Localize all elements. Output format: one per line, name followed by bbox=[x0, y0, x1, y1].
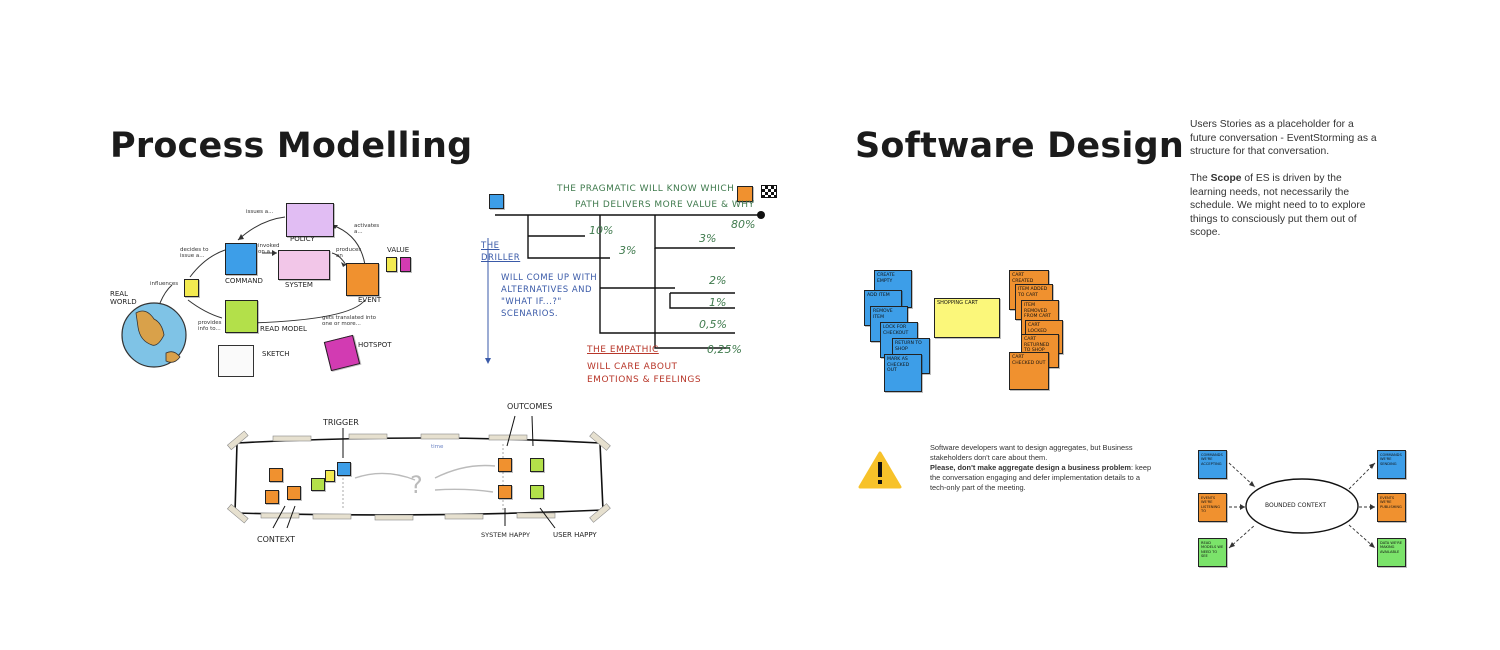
bc-left-readmodel: Read models we need to see bbox=[1198, 538, 1227, 567]
value-sticky-yellow bbox=[386, 257, 397, 272]
event-sticky bbox=[346, 263, 379, 296]
pct-05: 0,5% bbox=[699, 318, 727, 331]
checkered-flag-icon bbox=[761, 185, 777, 198]
bc-right-data: Data we're making available bbox=[1377, 538, 1406, 567]
outcome-green-1 bbox=[530, 458, 544, 472]
produces-label: produces an bbox=[336, 247, 362, 259]
hotspot-label: Hotspot bbox=[358, 341, 392, 349]
system-happy-label: System happy bbox=[481, 531, 530, 539]
bounded-context-label: Bounded Context bbox=[1265, 502, 1327, 509]
flow-sketch: ? Trigger Outcomes Context System happy … bbox=[225, 398, 615, 548]
read-model-label: Read Model bbox=[260, 325, 307, 333]
pct-80: 80% bbox=[731, 218, 756, 231]
read-model-sticky bbox=[225, 300, 258, 333]
command-sticky-6: Mark as Checked Out bbox=[884, 354, 922, 392]
trigger-blue-sticky bbox=[337, 462, 351, 476]
bc-right-event: Events we're publishing bbox=[1377, 493, 1406, 522]
warning-line1: Software developers want to design aggre… bbox=[930, 443, 1133, 462]
driller-name: The Driller bbox=[481, 241, 521, 263]
trigger-label: Trigger bbox=[323, 418, 359, 427]
command-label: Command bbox=[225, 277, 263, 285]
issues-label: issues a... bbox=[246, 209, 274, 215]
scope-bold: Scope bbox=[1210, 173, 1242, 184]
command-sticky bbox=[225, 243, 257, 275]
outcome-orange-1 bbox=[498, 458, 512, 472]
pct-025: 0,25% bbox=[707, 343, 742, 356]
user-happy-label: User happy bbox=[553, 531, 597, 539]
svg-text:?: ? bbox=[410, 471, 423, 499]
system-label: System bbox=[285, 281, 313, 289]
real-world-label: Real World bbox=[110, 290, 137, 306]
timeline-label: time bbox=[431, 444, 444, 450]
warning-icon bbox=[858, 451, 902, 489]
persona-sketch: The Pragmatic will know which path deliv… bbox=[475, 178, 785, 388]
outcome-orange-2 bbox=[498, 485, 512, 499]
shopping-cart-sticky: Shopping Cart bbox=[934, 298, 1000, 338]
pct-1: 1% bbox=[709, 296, 727, 309]
context-green-1 bbox=[311, 478, 325, 491]
bounded-context-arrows bbox=[1228, 462, 1376, 549]
warning-rest: : keep the conversation engaging and def… bbox=[930, 463, 1152, 492]
outcomes-label: Outcomes bbox=[507, 402, 553, 411]
policy-label: Policy bbox=[290, 235, 315, 243]
driller-text-1: will come up with bbox=[501, 273, 598, 283]
software-design-title: Software Design bbox=[855, 126, 1184, 166]
scope-paragraph: The Scope of ES is driven by the learnin… bbox=[1190, 172, 1380, 240]
bc-right-command: Commands we're sending bbox=[1377, 450, 1406, 479]
bc-left-event: Events we're listening to bbox=[1198, 493, 1227, 522]
actor-sticky bbox=[184, 279, 199, 297]
context-orange-3 bbox=[287, 486, 301, 500]
scope-post: of ES is driven by the learning needs, n… bbox=[1190, 173, 1366, 239]
sketch-label: Sketch bbox=[262, 350, 290, 358]
process-modelling-title: Process Modelling bbox=[110, 126, 473, 166]
empathic-text-1: will care about bbox=[587, 362, 678, 372]
flow-frame: ? bbox=[226, 415, 611, 529]
system-sticky bbox=[278, 250, 330, 280]
driller-text-4: scenarios. bbox=[501, 309, 559, 319]
influences-label: influences bbox=[150, 281, 179, 287]
activates-label: activates a... bbox=[354, 223, 380, 235]
value-label: Value bbox=[387, 246, 410, 254]
bc-left-command: Commands we're accepting bbox=[1198, 450, 1227, 479]
goal-orange-sticky bbox=[737, 186, 753, 202]
pct-10: 10% bbox=[589, 224, 614, 237]
pragmatic-line2: path delivers more value & why bbox=[575, 200, 755, 210]
driller-text-3: "what if...?" bbox=[501, 297, 562, 307]
pct-3b: 3% bbox=[699, 232, 717, 245]
bounded-context-diagram: Bounded Context Commands we're accepting… bbox=[1195, 445, 1410, 573]
decides-label: decides to issue a... bbox=[180, 247, 209, 259]
empathic-text-2: emotions & feelings bbox=[587, 375, 702, 385]
driller-text-2: alternatives and bbox=[501, 285, 593, 295]
translated-label: gets translated into one or more... bbox=[322, 315, 376, 327]
scope-pre: The bbox=[1190, 173, 1211, 184]
context-orange-1 bbox=[269, 468, 283, 482]
value-sticky-pink bbox=[400, 257, 411, 272]
context-yellow-1 bbox=[325, 470, 335, 482]
commands-stack: Create Empty Add Item Remove Item Lock f… bbox=[860, 268, 940, 398]
outcome-green-2 bbox=[530, 485, 544, 499]
invoked-label: invoked on a bbox=[258, 243, 280, 255]
warning-bold: Please, don't make aggregate design a bu… bbox=[930, 463, 1131, 472]
event-sticky-6: Cart Checked Out bbox=[1009, 352, 1049, 390]
pct-3a: 3% bbox=[619, 244, 637, 257]
event-label: Event bbox=[358, 296, 382, 304]
empathic-name: The Empathic bbox=[587, 345, 659, 355]
events-stack: Cart Created Item added to cart Item Rem… bbox=[1007, 268, 1077, 398]
warning-text: Software developers want to design aggre… bbox=[930, 443, 1152, 493]
policy-sticky bbox=[286, 203, 334, 237]
process-sketch: Policy Command System Event Value Read M… bbox=[110, 195, 440, 385]
provides-label: provides info to... bbox=[198, 320, 222, 332]
context-label: Context bbox=[257, 535, 296, 544]
sketch-icon bbox=[218, 345, 254, 377]
user-stories-paragraph: Users Stories as a placeholder for a fut… bbox=[1190, 119, 1377, 158]
branch-lines bbox=[485, 211, 765, 364]
pct-2: 2% bbox=[709, 274, 727, 287]
start-blue-sticky bbox=[489, 194, 504, 209]
context-orange-2 bbox=[265, 490, 279, 504]
pragmatic-line1: The Pragmatic will know which bbox=[557, 184, 735, 194]
